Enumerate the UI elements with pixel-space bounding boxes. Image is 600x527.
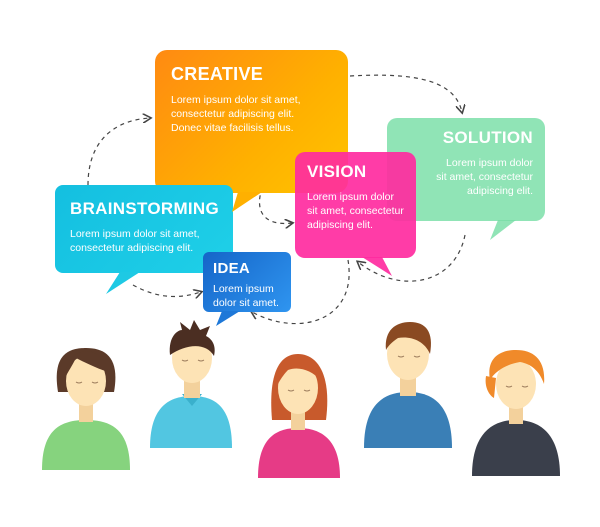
creative-text-line: Donec vitae facilisis tellus. (171, 122, 294, 134)
arrow-creative-to-solution (349, 74, 462, 112)
brainstorming-text-line: consectetur adipiscing elit. (70, 242, 194, 254)
person-1-avatar (42, 348, 130, 470)
idea-text-line: dolor sit amet. (213, 297, 279, 309)
brainstorming-tail (106, 272, 140, 294)
creative-text: Lorem ipsum dolor sit amet, consectetur … (171, 93, 332, 135)
solution-text-line: Lorem ipsum dolor (446, 157, 533, 169)
person-4-avatar (364, 322, 452, 448)
person-3-avatar (258, 354, 340, 478)
solution-text: Lorem ipsum dolor sit amet, consectetur … (399, 156, 533, 198)
vision-tail (362, 257, 392, 276)
solution-tail (490, 220, 516, 240)
arrow-solution-loop (358, 234, 466, 282)
creative-tail (232, 192, 262, 212)
idea-title: IDEA (213, 260, 251, 277)
idea-text-line: Lorem ipsum (213, 283, 274, 295)
vision-title: VISION (307, 162, 367, 181)
brainstorming-title: BRAINSTORMING (70, 199, 220, 218)
vision-text-line: sit amet, consectetur (307, 205, 404, 217)
brainstorming-text: Lorem ipsum dolor sit amet, consectetur … (70, 227, 218, 255)
creative-title: CREATIVE (171, 64, 264, 84)
vision-text-line: adipiscing elit. (307, 219, 373, 231)
vision-text-line: Lorem ipsum dolor (307, 191, 394, 203)
idea-bubble: IDEA Lorem ipsum dolor sit amet. (203, 252, 291, 312)
brainstorming-text-line: Lorem ipsum dolor sit amet, (70, 228, 200, 240)
vision-text: Lorem ipsum dolor sit amet, consectetur … (307, 190, 404, 232)
arrow-vision-to-idea (252, 259, 350, 325)
vision-bubble: VISION Lorem ipsum dolor sit amet, conse… (295, 152, 416, 258)
arrow-brainstorming-to-creative (87, 118, 150, 186)
solution-title: SOLUTION (442, 128, 533, 147)
arrow-brainstorming-to-idea (132, 284, 201, 296)
person-2-avatar (150, 320, 232, 448)
solution-text-line: adipiscing elit. (467, 185, 533, 197)
creative-bubble: CREATIVE Lorem ipsum dolor sit amet, con… (155, 50, 348, 193)
solution-text-line: sit amet, consectetur (436, 171, 533, 183)
creative-text-line: Lorem ipsum dolor sit amet, (171, 94, 301, 106)
idea-tail (216, 311, 240, 326)
person-5-avatar (472, 350, 560, 476)
idea-text: Lorem ipsum dolor sit amet. (213, 282, 281, 310)
creative-text-line: consectetur adipiscing elit. (171, 108, 295, 120)
